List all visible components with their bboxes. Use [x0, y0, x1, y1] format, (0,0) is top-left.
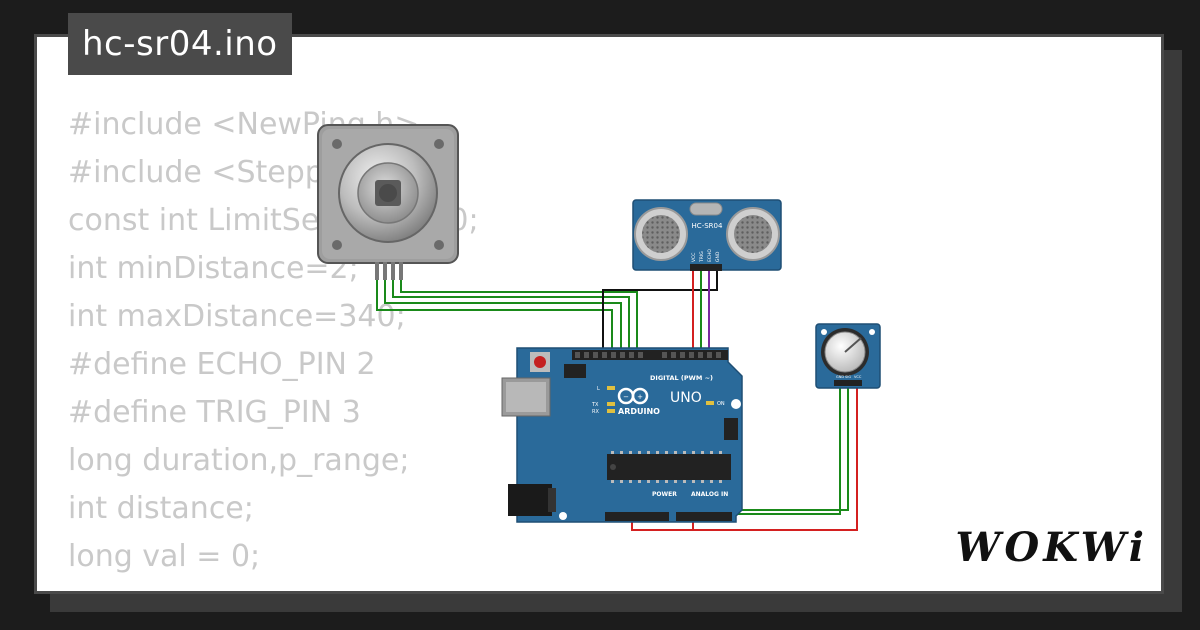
wire-stepper-3	[392, 280, 630, 352]
sensor-label: HC-SR04	[692, 222, 723, 230]
pot-pin-label: VCC	[854, 375, 862, 379]
wire-stepper-1	[376, 280, 613, 352]
wire-stepper-2	[384, 280, 622, 352]
led-tx-label: TX	[591, 402, 599, 408]
sensor-pin-label: TRIG	[699, 251, 705, 263]
potentiometer[interactable]: GND SIG VCC	[815, 323, 881, 389]
sensor-pin-label: ECHO	[707, 249, 713, 262]
led-rx-label: RX	[592, 409, 599, 415]
led-l-label: L	[597, 386, 600, 392]
arduino-logo: − +	[617, 387, 649, 405]
digital-header-label: DIGITAL (PWM ~)	[650, 374, 713, 382]
sensor-pin-label: GND	[715, 251, 721, 262]
wire-stepper-4	[400, 280, 638, 352]
wokwi-logo: WOKWi	[955, 524, 1148, 571]
arduino-uno-board[interactable]: DIGITAL (PWM ~) − + ARDUINO UNO L TX RX …	[501, 347, 743, 523]
svg-text:+: +	[637, 393, 643, 401]
code-line: long duration,p_range;	[68, 443, 410, 478]
code-line: int maxDistance=340;	[68, 299, 406, 334]
code-line: #define ECHO_PIN 2	[68, 347, 376, 382]
code-line: long val = 0;	[68, 539, 261, 574]
power-header-label: POWER	[652, 491, 677, 498]
stepper-motor[interactable]	[317, 124, 459, 280]
wires	[376, 270, 858, 531]
wire-pot-gnd	[736, 382, 841, 515]
project-filename: hc-sr04.ino	[68, 13, 292, 75]
wire-pot-vcc	[693, 382, 858, 531]
pot-pin-label: SIG	[845, 375, 851, 379]
hc-sr04-sensor[interactable]: HC-SR04 VCC TRIG ECHO GND	[632, 199, 782, 271]
analog-header-label: ANALOG IN	[691, 491, 728, 498]
wire-sensor-gnd	[602, 270, 718, 352]
sensor-pin-label: VCC	[691, 253, 697, 262]
svg-text:−: −	[623, 393, 629, 401]
arduino-model: UNO	[670, 390, 702, 406]
led-on-label: ON	[717, 401, 725, 407]
pot-pin-label: GND	[836, 375, 844, 379]
code-line: int distance;	[68, 491, 254, 526]
code-line: #define TRIG_PIN 3	[68, 395, 361, 430]
arduino-brand: ARDUINO	[618, 407, 660, 416]
wire-pot-sig	[736, 382, 849, 511]
